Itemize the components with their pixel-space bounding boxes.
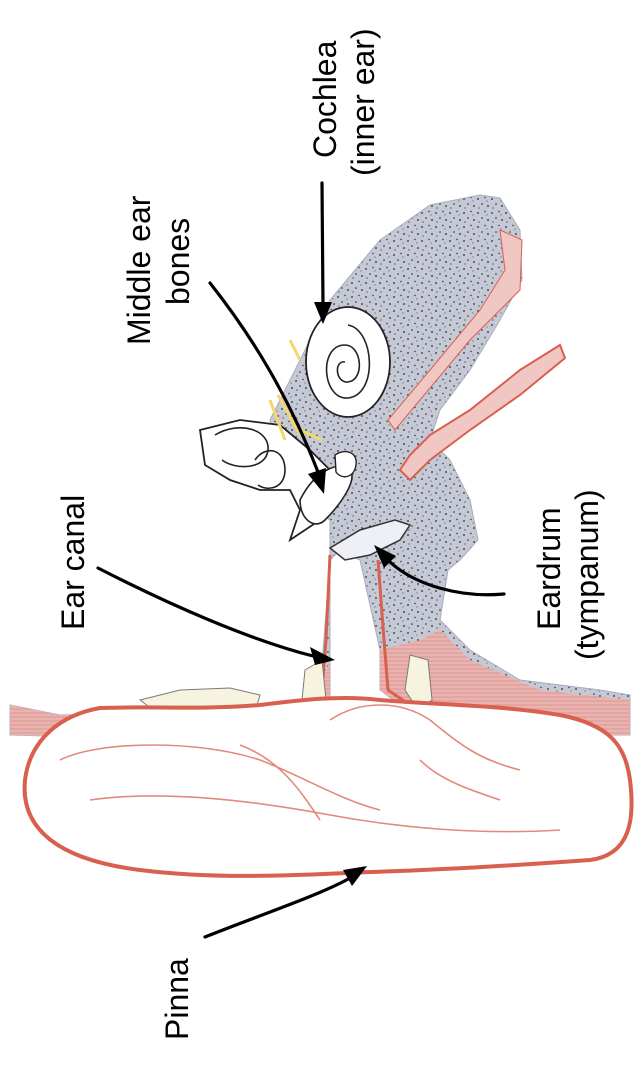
middle-ear-bones-label-line1: Middle ear: [121, 195, 157, 345]
eardrum-label-line2: (tympanum): [569, 489, 605, 660]
cochlea-label-line2: (inner ear): [345, 28, 381, 176]
cochlea-arrow: [314, 183, 332, 324]
ear-canal-label: Ear canal: [55, 495, 91, 630]
cochlea-label-line1: Cochlea: [307, 40, 343, 158]
cochlea: [306, 307, 390, 417]
pinna-outline: [25, 698, 632, 876]
pinna-label: Pinna: [159, 958, 195, 1040]
ear-canal-arrow: [98, 568, 335, 665]
eardrum-label-line1: Eardrum: [531, 507, 567, 630]
ossicle-anvil: [335, 452, 356, 477]
middle-ear-bones-label-line2: bones: [160, 218, 196, 305]
